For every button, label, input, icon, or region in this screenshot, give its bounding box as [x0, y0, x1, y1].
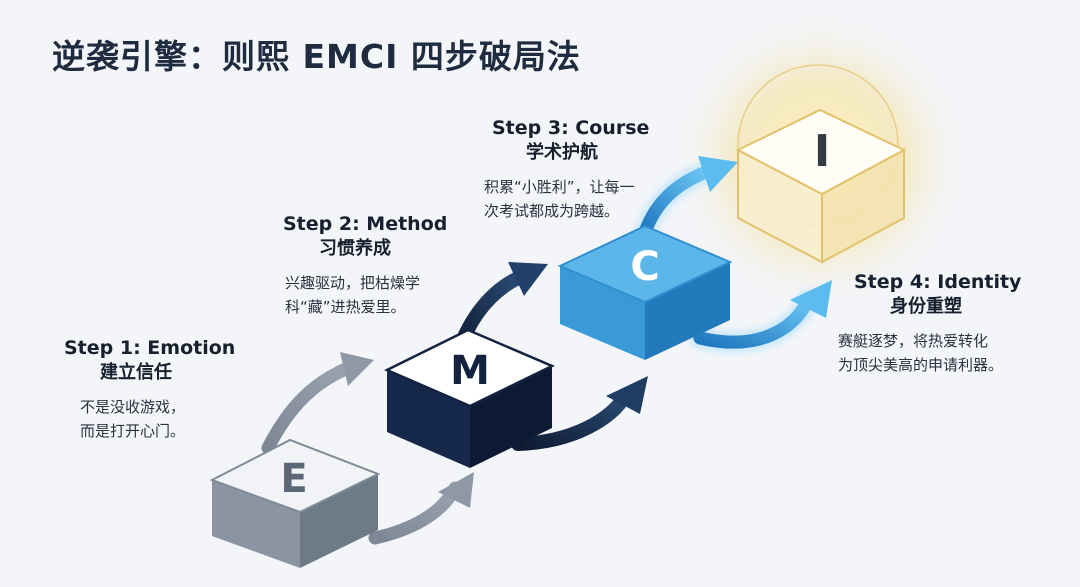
- block-e: E: [209, 438, 381, 568]
- step-1-description-line-2: 而是打开心门。: [80, 422, 186, 440]
- arrow-e-to-m-upper: [261, 352, 374, 455]
- step-1-description-line-1: 不是没收游戏，: [80, 398, 186, 416]
- step-3-text: Step 3: Course 学术护航 积累“小胜利”，让每一 次考试都成为跨越…: [484, 116, 650, 223]
- page-title: 逆袭引擎：则熙 EMCI 四步破局法: [52, 37, 581, 76]
- block-c: C: [557, 224, 733, 360]
- step-3-subtitle: 学术护航: [526, 142, 598, 163]
- block-m: M: [384, 328, 556, 468]
- step-1-text: Step 1: Emotion 建立信任 不是没收游戏， 而是打开心门。: [64, 336, 235, 443]
- arrow-m-to-c-lower: [511, 376, 648, 451]
- step-2-title: Step 2: Method: [283, 213, 448, 235]
- step-4-description-line-2: 为顶尖美高的申请利器。: [838, 356, 1004, 374]
- step-4-subtitle: 身份重塑: [890, 296, 962, 317]
- block-e-letter: E: [280, 456, 307, 502]
- step-1-description: 不是没收游戏， 而是打开心门。: [64, 395, 235, 443]
- step-3-description-line-2: 次考试都成为跨越。: [484, 202, 620, 220]
- arrow-c-to-i-lower: [689, 280, 832, 353]
- step-1-subtitle: 建立信任: [100, 362, 172, 383]
- step-3-description-line-1: 积累“小胜利”，让每一: [484, 178, 635, 196]
- step-4-description: 赛艇逐梦，将热爱转化 为顶尖美高的申请利器。: [838, 329, 1021, 377]
- step-2-subtitle: 习惯养成: [319, 238, 391, 259]
- step-2-text: Step 2: Method 习惯养成 兴趣驱动，把枯燥学 科“藏”进热爱里。: [283, 212, 447, 319]
- step-2-description: 兴趣驱动，把枯燥学 科“藏”进热爱里。: [283, 271, 447, 319]
- step-4-description-line-1: 赛艇逐梦，将热爱转化: [838, 332, 989, 350]
- step-3-description: 积累“小胜利”，让每一 次考试都成为跨越。: [484, 175, 649, 223]
- arrow-c-to-i-upper: [634, 156, 738, 243]
- step-1-title: Step 1: Emotion: [64, 337, 236, 359]
- step-3-title: Step 3: Course: [492, 117, 650, 139]
- step-4-text: Step 4: Identity 身份重塑 赛艇逐梦，将热爱转化 为顶尖美高的申…: [838, 270, 1022, 377]
- block-i: I: [735, 108, 907, 264]
- block-m-letter: M: [450, 348, 490, 394]
- block-i-letter: I: [814, 126, 830, 177]
- block-c-letter: C: [630, 244, 659, 290]
- step-4-title: Step 4: Identity: [854, 271, 1022, 293]
- step-2-description-line-2: 科“藏”进热爱里。: [285, 298, 406, 316]
- arrow-e-to-m-lower: [368, 472, 474, 545]
- step-2-description-line-1: 兴趣驱动，把枯燥学: [285, 274, 421, 292]
